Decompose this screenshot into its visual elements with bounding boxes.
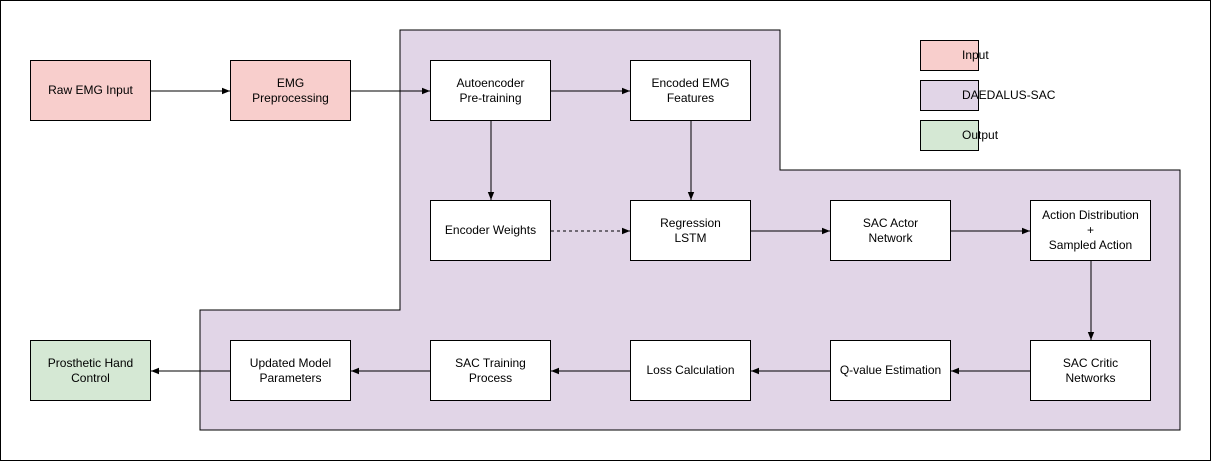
sac-critic-networks-node: SAC Critic Networks xyxy=(1030,340,1151,401)
legend-label-daedalus: DAEDALUS-SAC xyxy=(962,88,1056,102)
sac-training-process-node: SAC Training Process xyxy=(430,340,551,401)
prosthetic-hand-control-node: Prosthetic Hand Control xyxy=(30,340,151,401)
sac-actor-network-node: SAC Actor Network xyxy=(830,200,951,261)
emg-preprocessing-node: EMG Preprocessing xyxy=(230,60,351,121)
encoder-weights-node: Encoder Weights xyxy=(430,200,551,261)
legend-label-input: Input xyxy=(962,48,989,62)
loss-calculation-node: Loss Calculation xyxy=(630,340,751,401)
raw-emg-input-node: Raw EMG Input xyxy=(30,60,151,121)
edges-layer xyxy=(151,87,1095,375)
action-distribution-node: Action Distribution + Sampled Action xyxy=(1030,200,1151,261)
q-value-estimation-node: Q-value Estimation xyxy=(830,340,951,401)
updated-model-parameters-node: Updated Model Parameters xyxy=(230,340,351,401)
legend-label-output: Output xyxy=(962,128,999,142)
autoencoder-pretraining-node: Autoencoder Pre-training xyxy=(430,60,551,121)
legend-swatch-output xyxy=(920,120,979,151)
legend-swatch-input xyxy=(920,40,979,71)
regression-lstm-node: Regression LSTM xyxy=(630,200,751,261)
legend-swatch-daedalus xyxy=(920,80,979,111)
encoded-emg-features-node: Encoded EMG Features xyxy=(630,60,751,121)
